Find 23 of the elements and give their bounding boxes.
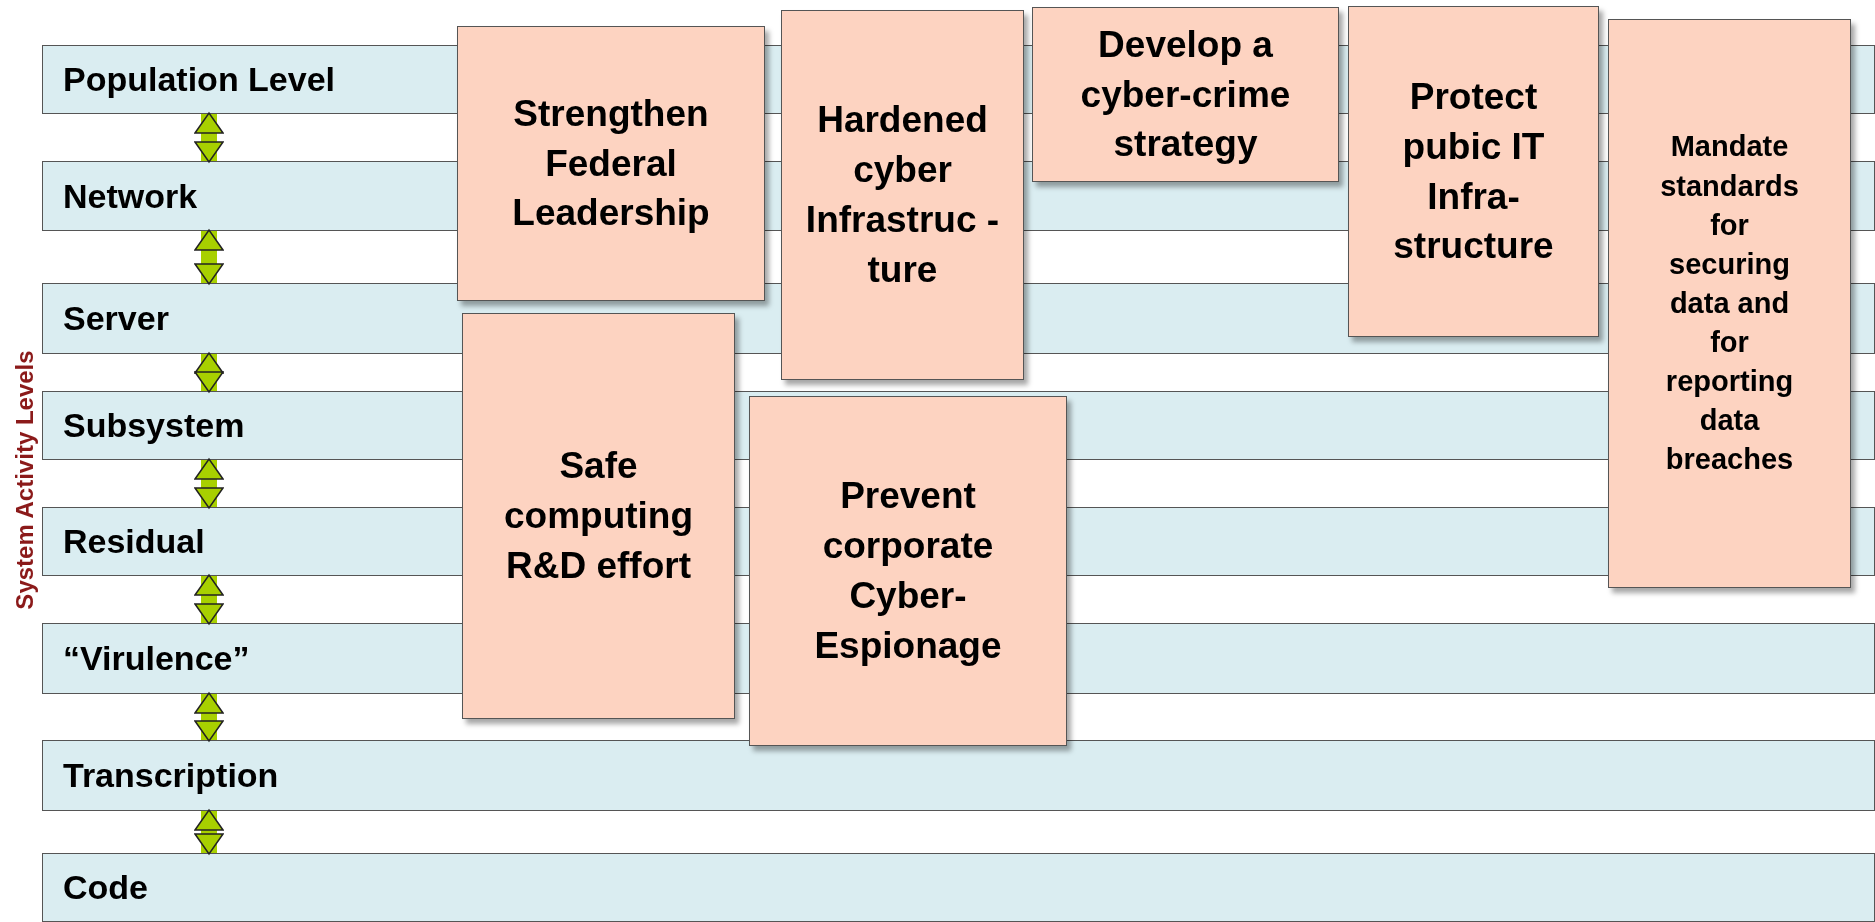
action-box: Safe computing R&D effort: [462, 313, 735, 719]
double-arrow: [194, 809, 224, 855]
double-arrow: [194, 352, 224, 393]
double-arrow: [194, 574, 224, 625]
action-box: Hardened cyber Infrastruc -ture: [781, 10, 1024, 380]
axis-label: System Activity Levels: [11, 350, 39, 610]
level-band: Subsystem: [42, 391, 455, 460]
action-box: Protect pubic IT Infra- structure: [1348, 6, 1599, 337]
action-box: Develop a cyber-crime strategy: [1032, 7, 1339, 182]
action-box: Mandate standards for securing data and for reporting data breaches: [1608, 19, 1851, 588]
action-box: Prevent corporate Cyber- Espionage: [749, 396, 1067, 746]
level-band: Server: [42, 283, 455, 354]
double-arrow: [194, 458, 224, 509]
double-arrow: [194, 229, 224, 285]
level-band: Network: [42, 161, 455, 231]
level-band: “Virulence”: [42, 623, 455, 694]
level-band: Code: [42, 853, 455, 922]
level-band: Residual: [42, 507, 455, 576]
level-band: Transcription: [42, 740, 455, 811]
double-arrow: [194, 692, 224, 742]
action-box: Strengthen Federal Leadership: [457, 26, 765, 301]
level-band: Population Level: [42, 45, 455, 114]
double-arrow: [194, 112, 224, 163]
